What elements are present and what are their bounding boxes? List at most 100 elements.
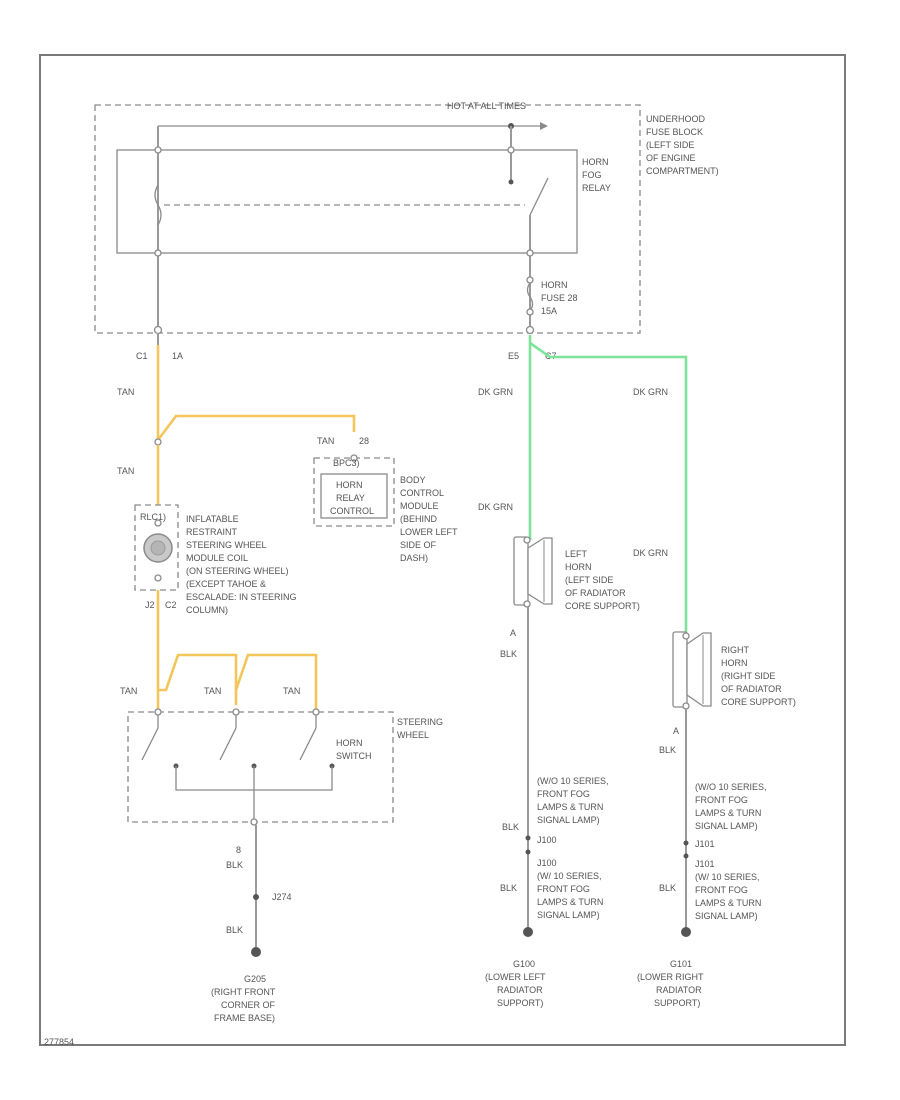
svg-text:INFLATABLE: INFLATABLE [186,514,239,524]
left-splice-lower-label: (W/ 10 SERIES, FRONT FOG LAMPS & TURN SI… [537,871,603,920]
svg-text:LAMPS & TURN: LAMPS & TURN [537,897,603,907]
splice-j100 [525,835,531,841]
svg-text:SUPPORT): SUPPORT) [497,998,543,1008]
coil-label: INFLATABLE RESTRAINT STEERING WHEEL MODU… [186,514,297,615]
splice-node [154,438,162,446]
fuse-terminal [526,276,534,284]
svg-text:FUSE 28: FUSE 28 [541,293,578,303]
svg-text:COLUMN): COLUMN) [186,605,228,615]
svg-text:OF RADIATOR: OF RADIATOR [721,684,782,694]
connector-pin-label: A [510,628,516,638]
steering-wheel-outline [127,711,394,823]
relay-switch-blade [529,177,549,216]
svg-text:RELAY: RELAY [582,183,611,193]
wire-color-label: TAN [120,686,137,696]
svg-text:WHEEL: WHEEL [397,730,429,740]
right-splice-lower-label: (W/ 10 SERIES, FRONT FOG LAMPS & TURN SI… [695,872,761,921]
svg-text:RADIATOR: RADIATOR [497,985,543,995]
svg-text:LEFT: LEFT [565,549,588,559]
wire-color-label: BLK [226,925,243,935]
wire-color-label: BLK [226,860,243,870]
svg-text:(RIGHT SIDE: (RIGHT SIDE [721,671,775,681]
wire-color-label: BLK [659,883,676,893]
svg-text:HORN: HORN [721,658,748,668]
bcm-label: BODY CONTROL MODULE (BEHIND LOWER LEFT S… [400,475,458,563]
splice-j101 [683,853,689,859]
svg-text:MODULE: MODULE [400,501,439,511]
connector-pin-label: A [673,726,679,736]
wire-color-label: TAN [283,686,300,696]
relay-node [154,249,162,257]
svg-text:15A: 15A [541,306,557,316]
connector-pin-label: 28 [359,436,369,446]
svg-text:OF RADIATOR: OF RADIATOR [565,588,626,598]
right-splice-upper-label: (W/O 10 SERIES, FRONT FOG LAMPS & TURN S… [695,782,767,831]
switch-terminal [250,818,258,826]
svg-text:(W/O 10 SERIES,: (W/O 10 SERIES, [695,782,767,792]
wire-color-label: BLK [500,649,517,659]
switch-terminal [312,708,320,716]
bcm-terminal [350,454,358,462]
connector-label: C2 [165,600,177,610]
svg-text:FRONT FOG: FRONT FOG [695,795,748,805]
wire-color-label: BLK [502,822,519,832]
svg-text:LAMPS & TURN: LAMPS & TURN [537,802,603,812]
horn-relay-box [116,149,578,254]
svg-text:(W/ 10 SERIES,: (W/ 10 SERIES, [537,871,602,881]
svg-text:CORE SUPPORT): CORE SUPPORT) [565,601,640,611]
svg-text:ESCALADE: IN STEERING: ESCALADE: IN STEERING [186,592,297,602]
relay-node [526,249,534,257]
svg-text:G205: G205 [244,974,266,984]
wire-color-label: DK GRN [478,502,513,512]
left-horn-icon [513,536,553,606]
wire-color-label: TAN [117,466,134,476]
svg-text:RADIATOR: RADIATOR [656,985,702,995]
svg-text:(LEFT SIDE: (LEFT SIDE [565,575,613,585]
right-horn-icon [672,631,712,708]
svg-text:MODULE COIL: MODULE COIL [186,553,248,563]
svg-text:STEERING: STEERING [397,717,443,727]
svg-text:(BEHIND: (BEHIND [400,514,438,524]
coil-connector-label: RLC1) [140,512,166,522]
coil-terminal [154,519,162,527]
svg-text:(RIGHT FRONT: (RIGHT FRONT [211,987,276,997]
svg-text:(W/ 10 SERIES,: (W/ 10 SERIES, [695,872,760,882]
svg-text:SWITCH: SWITCH [336,751,372,761]
diagram-frame [39,54,846,1046]
connector-pin-label: 1A [172,351,183,361]
svg-text:G101: G101 [670,959,692,969]
connector-pin-label: J2 [145,600,155,610]
svg-text:HORN: HORN [582,157,609,167]
tan-wire-switch [234,653,318,710]
svg-text:LAMPS & TURN: LAMPS & TURN [695,898,761,908]
ground-g101-icon [681,927,691,937]
splice-label: J100 [537,835,557,845]
horn-switch-blade [299,727,317,761]
ground-g100-icon [523,927,533,937]
connector-c1-right [525,325,535,335]
ground-g100-label: G100 (LOWER LEFT RADIATOR SUPPORT) [485,959,546,1008]
svg-text:CONTROL: CONTROL [330,506,374,516]
switch-terminal [154,708,162,716]
bcm-connector-label: BPC3) [333,458,360,468]
splice-label: J101 [695,839,715,849]
coil-outline [134,504,179,591]
wire-color-label: TAN [317,436,334,446]
svg-text:BODY: BODY [400,475,426,485]
left-splice-upper-label: (W/O 10 SERIES, FRONT FOG LAMPS & TURN S… [537,776,609,825]
power-arrow [540,122,548,130]
svg-text:FRAME BASE): FRAME BASE) [214,1013,275,1023]
connector-pin-label: 8 [236,845,241,855]
splice-label: J100 [537,858,557,868]
horn-relay-label: HORN FOG RELAY [582,157,611,193]
dk-grn-wire-right [529,341,688,635]
steering-wheel-label: STEERING WHEEL [397,717,443,740]
horn-terminal [682,702,690,710]
svg-text:(ON STEERING WHEEL): (ON STEERING WHEEL) [186,566,289,576]
horn-fuse-label: HORN FUSE 28 15A [541,280,578,316]
ground-g205-icon [251,947,261,957]
splice-j101 [683,840,689,846]
svg-text:OF ENGINE: OF ENGINE [646,153,696,163]
fuse-terminal [526,308,534,316]
wire-color-label: DK GRN [633,548,668,558]
